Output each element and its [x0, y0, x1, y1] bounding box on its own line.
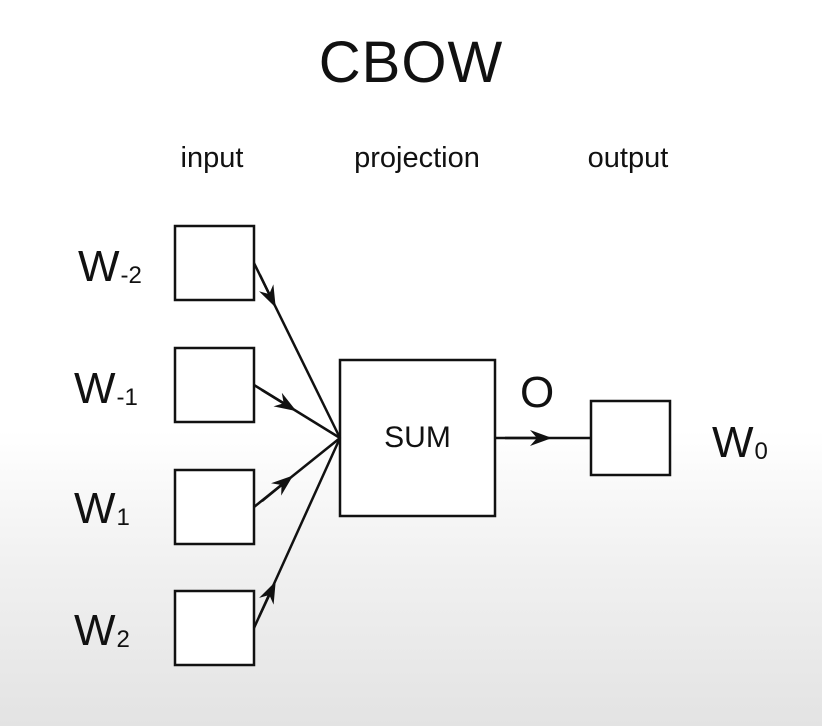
arrowhead-w-plus-1: [261, 475, 294, 502]
word-base: W: [74, 606, 116, 655]
sum-box: [338, 358, 497, 518]
sum-label: SUM: [384, 421, 451, 454]
diagram-title: CBOW: [318, 30, 504, 95]
word-w-minus-1: W-1: [74, 364, 138, 421]
word-w-minus-2: W-2: [78, 242, 142, 299]
word-subscript: 1: [116, 504, 130, 531]
arrowhead-w-plus-2: [257, 581, 276, 618]
word-base: W: [78, 242, 120, 291]
input-box-w-plus-1: [173, 468, 256, 546]
word-w-0: W0: [712, 418, 768, 475]
word-subscript: 0: [754, 438, 768, 465]
output-column-label: output: [587, 142, 669, 174]
word-base: W: [74, 484, 116, 533]
input-box-w-minus-1: [173, 346, 256, 424]
input-box-w-plus-2: [173, 589, 256, 667]
arrowhead-w-minus-1: [261, 388, 297, 412]
word-subscript: -2: [120, 262, 142, 289]
arrowhead-w-minus-2: [258, 274, 276, 308]
input-column-label: input: [180, 142, 244, 174]
word-w-plus-1: W1: [74, 484, 130, 541]
word-base: W: [74, 364, 116, 413]
word-subscript: -1: [116, 384, 138, 411]
word-w-plus-2: W2: [74, 606, 130, 663]
word-base: W: [712, 418, 754, 467]
projection-column-label: projection: [354, 142, 480, 174]
word-subscript: 2: [116, 626, 130, 653]
output-box: [589, 399, 672, 477]
input-box-w-minus-2: [173, 224, 256, 302]
output-edge-label: O: [520, 368, 555, 417]
